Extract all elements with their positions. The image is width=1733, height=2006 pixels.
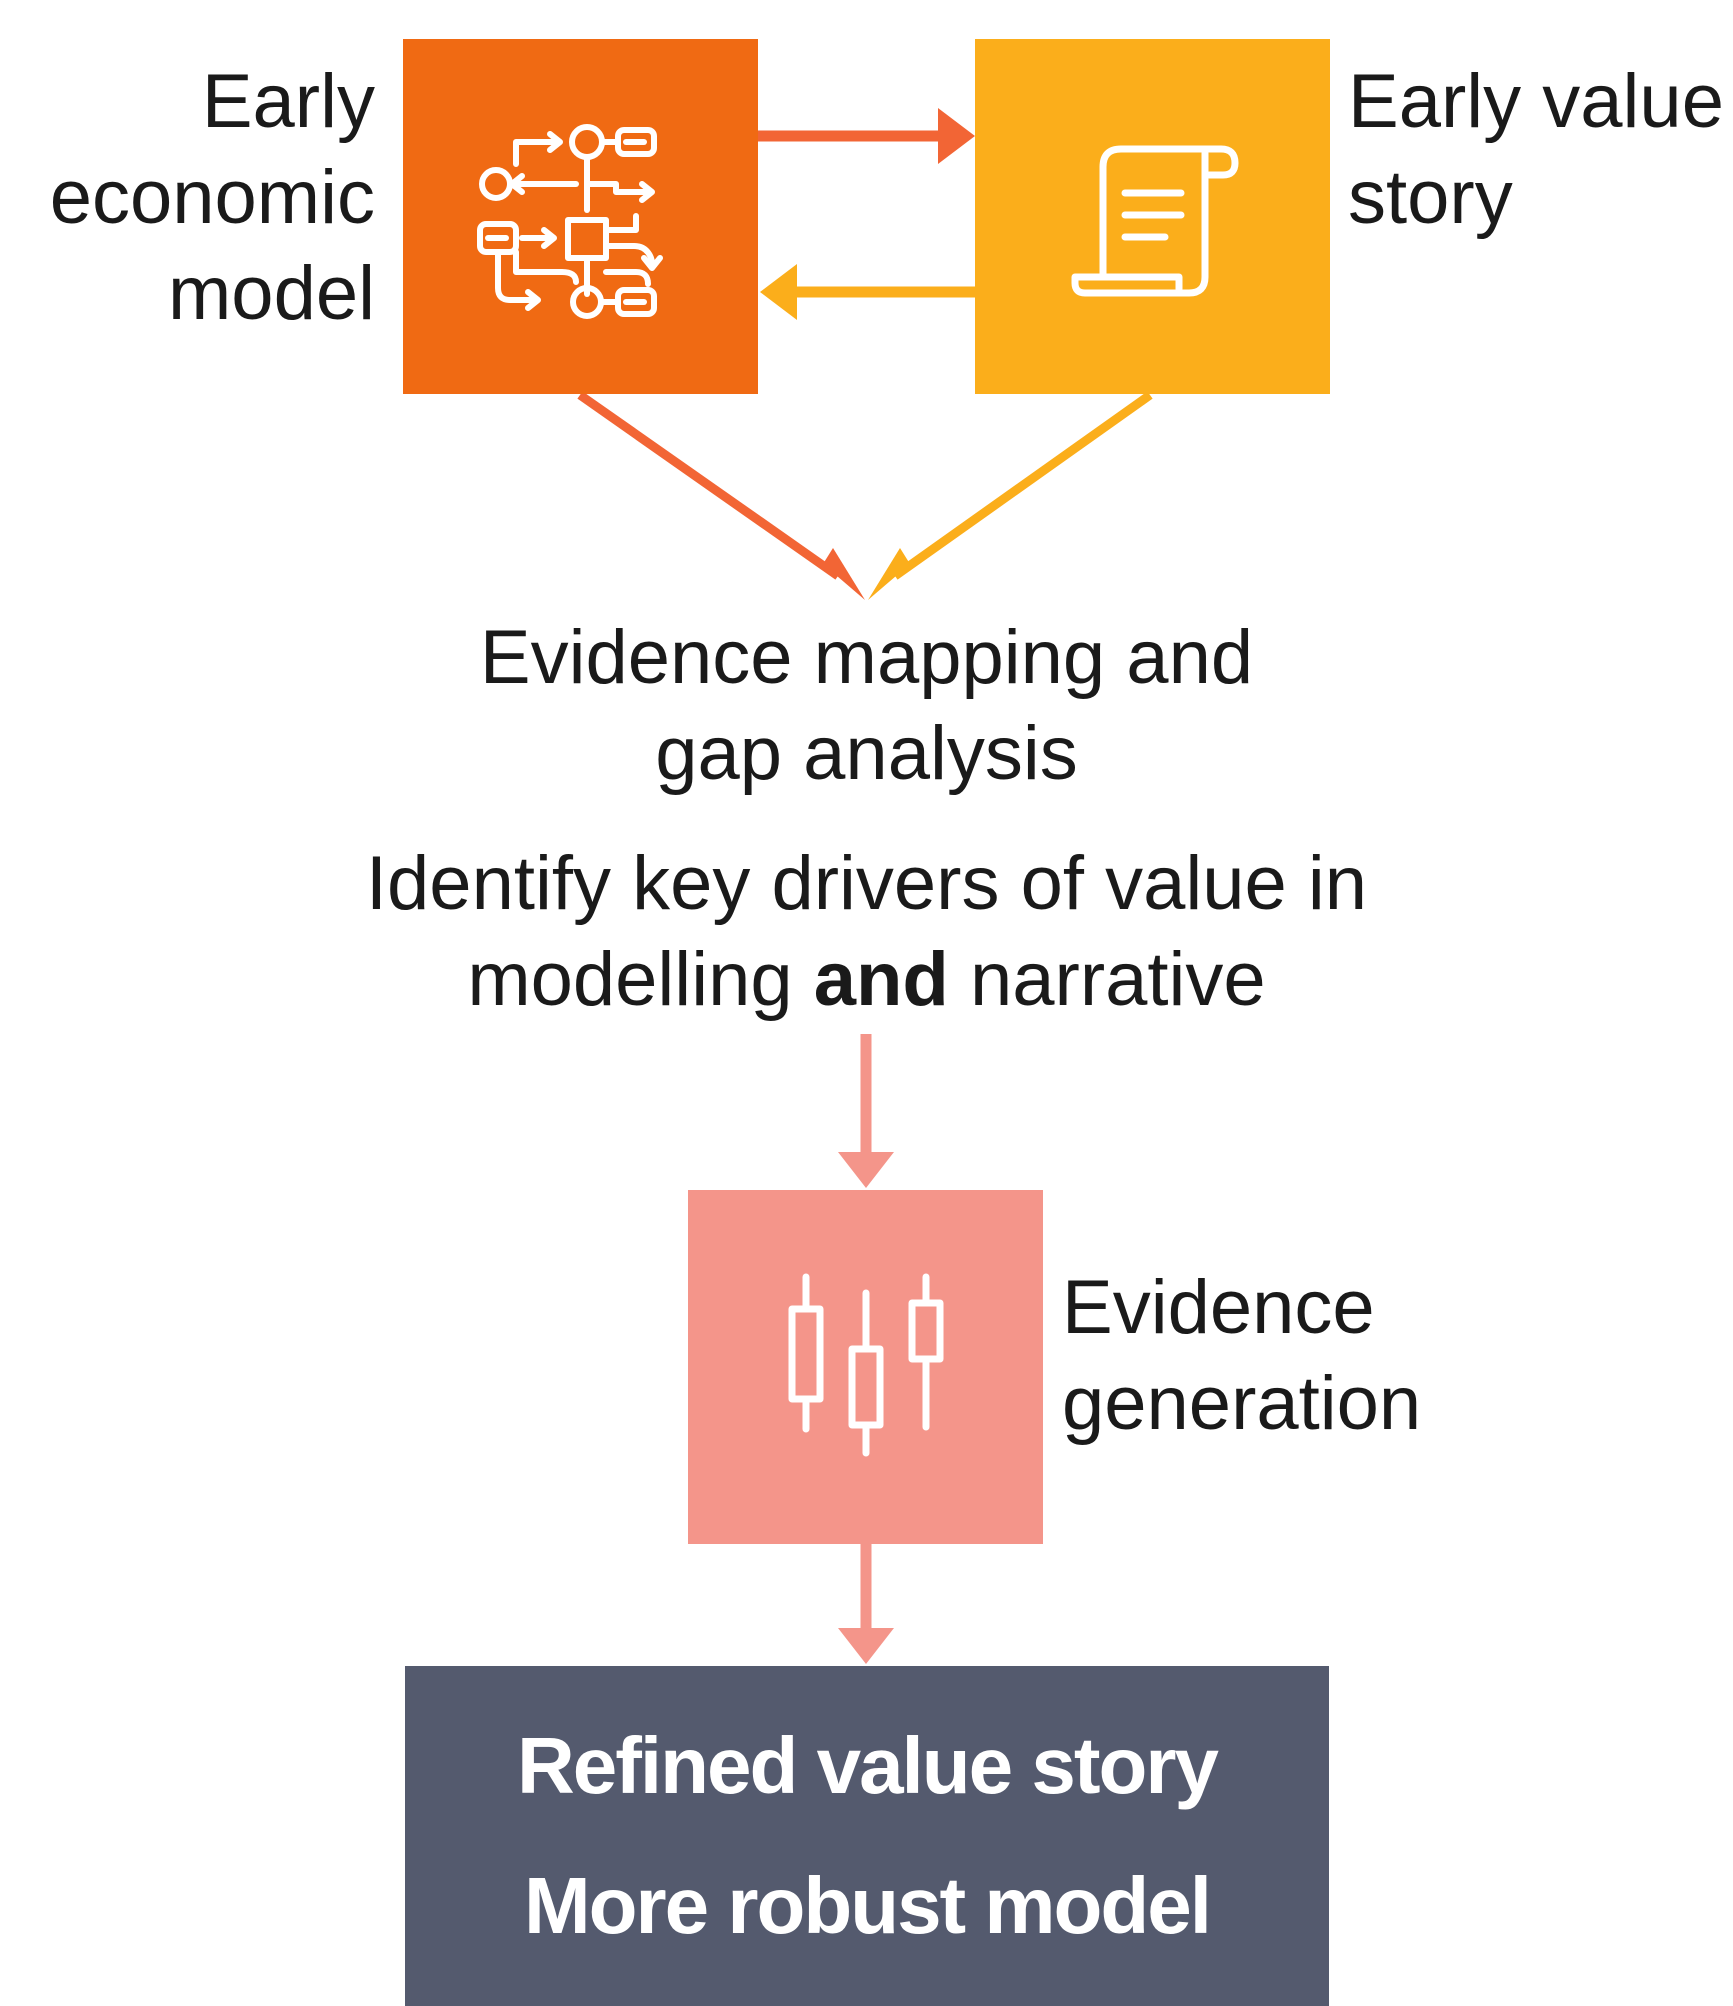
evidence-generation-label-line: generation xyxy=(1062,1361,1422,1446)
economic-model-label-line: Early xyxy=(201,59,375,144)
edge-story-to-model-arrowhead xyxy=(760,264,797,320)
evidence-mapping-title-line: gap analysis xyxy=(655,711,1078,796)
description-text: narrative xyxy=(948,937,1266,1022)
scroll-icon xyxy=(1071,145,1238,296)
evidence-generation-box xyxy=(688,1190,1043,1544)
value-story-label-line: story xyxy=(1348,155,1513,240)
economic-model-box xyxy=(403,39,758,394)
edge-model-to-story-arrowhead xyxy=(938,108,975,164)
candlestick-chart-icon xyxy=(788,1273,943,1457)
evidence-mapping-title: Evidence mapping and gap analysis xyxy=(0,610,1733,802)
description-text: modelling xyxy=(467,937,814,1022)
economic-model-label-line: model xyxy=(168,251,375,336)
result-line-refined-story: Refined value story xyxy=(516,1721,1219,1810)
economic-model-label-line: economic xyxy=(49,155,375,240)
workflow-icon xyxy=(476,123,663,319)
evidence-generation-label: Evidence generation xyxy=(1062,1260,1421,1452)
edge-generation-to-result-arrowhead xyxy=(838,1628,894,1664)
value-story-label: Early value story xyxy=(1348,54,1724,246)
edge-model-to-mapping-arrowhead xyxy=(823,548,865,600)
value-story-box xyxy=(975,39,1330,394)
description-line: modelling and narrative xyxy=(0,932,1733,1028)
description-emphasis: and xyxy=(813,937,949,1022)
result-line-robust-model: More robust model xyxy=(523,1861,1212,1950)
result-box: Refined value story More robust model xyxy=(405,1666,1329,2006)
value-story-label-line: Early value xyxy=(1348,59,1724,144)
edge-model-to-mapping xyxy=(577,391,841,580)
evidence-mapping-description: Identify key drivers of value in modelli… xyxy=(0,836,1733,1028)
edge-story-to-mapping-arrowhead xyxy=(868,548,910,600)
description-line: Identify key drivers of value in xyxy=(365,841,1368,926)
evidence-mapping-title-line: Evidence mapping and xyxy=(479,615,1254,700)
edge-story-to-mapping xyxy=(892,391,1153,580)
economic-model-label: Early economic model xyxy=(50,54,375,342)
edge-mapping-to-generation-arrowhead xyxy=(838,1152,894,1188)
evidence-generation-label-line: Evidence xyxy=(1062,1265,1375,1350)
